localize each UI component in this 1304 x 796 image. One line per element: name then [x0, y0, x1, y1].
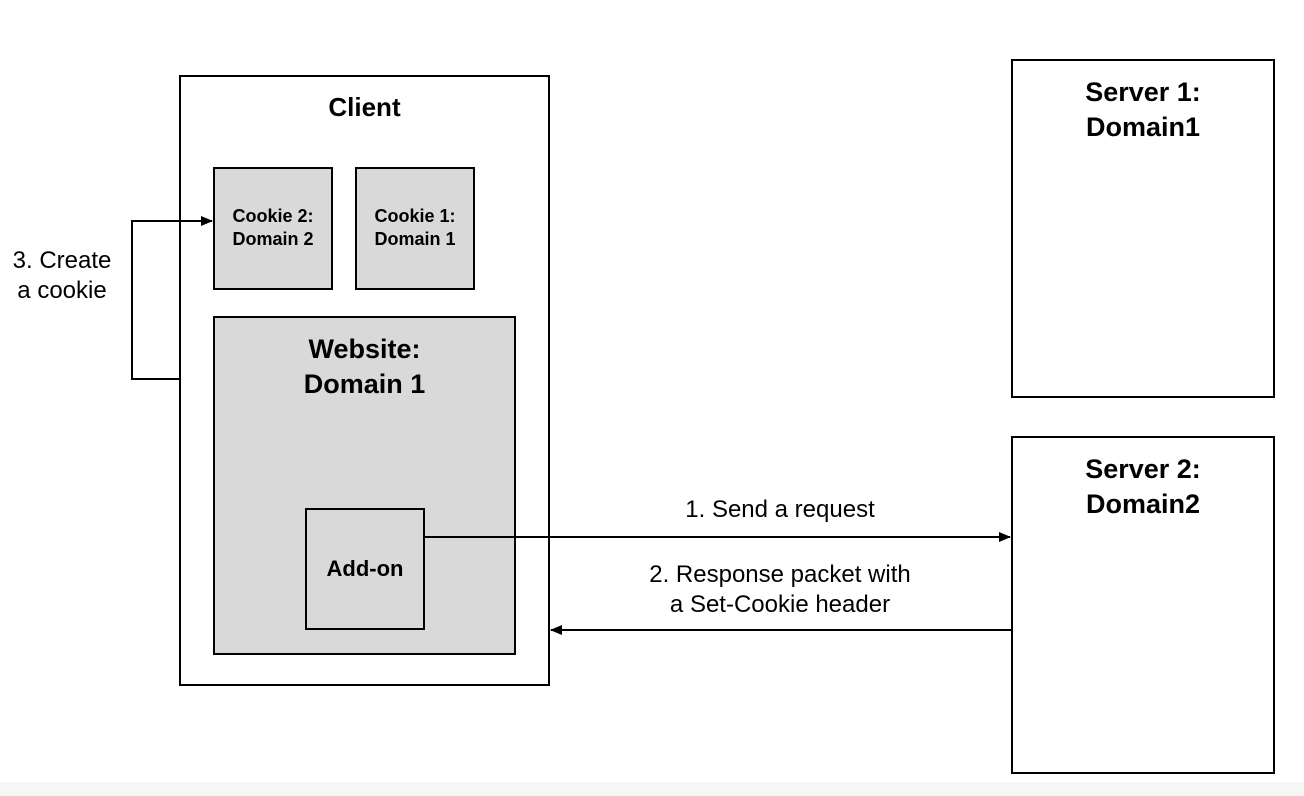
bottom-band: [0, 782, 1304, 796]
cookie-2-box: [213, 167, 333, 290]
cookie-2-label: Cookie 2: Domain 2: [232, 206, 314, 250]
cookie-1-label: Cookie 1: Domain 1: [374, 206, 456, 250]
step-1-label: 1. Send a request: [685, 496, 875, 523]
client-title: Client: [328, 92, 401, 122]
website-label: Website: Domain 1: [303, 334, 426, 400]
server-2-box: [1011, 436, 1275, 774]
step-3-label: 3. Create a cookie: [12, 247, 112, 304]
step-2-label: 2. Response packet with a Set-Cookie hea…: [649, 561, 911, 618]
server-2-title: Server 2: Domain2: [1085, 454, 1201, 520]
cookie-1-box: [355, 167, 475, 290]
server-1-box: [1011, 59, 1275, 398]
addon-box: [305, 508, 425, 630]
create-cookie-arrow: [131, 216, 213, 380]
addon-label: Add-on: [326, 556, 404, 581]
server-1-title: Server 1: Domain1: [1085, 77, 1201, 143]
